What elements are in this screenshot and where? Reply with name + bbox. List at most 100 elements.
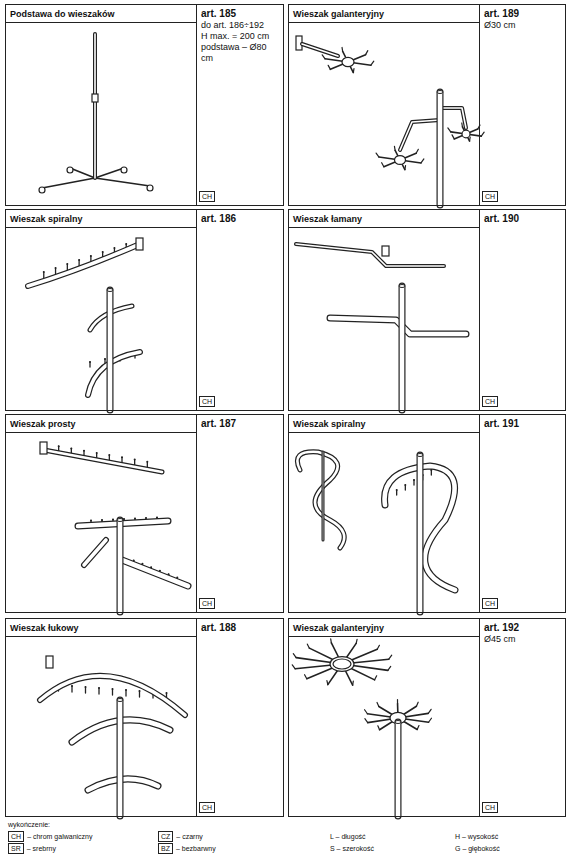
illustration-stroke bbox=[125, 690, 126, 696]
illustration-stroke bbox=[78, 260, 79, 266]
illustration-stroke bbox=[89, 361, 91, 363]
illustration-stroke bbox=[371, 61, 374, 65]
finish-code-box: CZ bbox=[158, 831, 173, 842]
panel-title: Wieszak łukowy bbox=[6, 619, 196, 637]
illustration-stroke bbox=[40, 442, 47, 454]
illustration-stroke bbox=[92, 94, 98, 102]
illustration-stroke bbox=[67, 264, 68, 270]
illustration-stroke bbox=[416, 702, 418, 706]
illustration-stroke bbox=[400, 120, 440, 150]
illustration-stroke bbox=[400, 286, 405, 410]
article-cell: art. 186 bbox=[196, 210, 283, 410]
illustration-stroke bbox=[352, 681, 354, 685]
illustration-stroke bbox=[42, 178, 95, 188]
article-cell: art. 187 bbox=[196, 415, 283, 612]
illustration-stroke bbox=[330, 318, 466, 334]
legend-text: S – szerokość bbox=[330, 844, 374, 853]
panel-title: Wieszak galanteryjny bbox=[289, 5, 479, 23]
illustration-stroke bbox=[388, 666, 391, 670]
finish-code-box: SR bbox=[8, 843, 24, 854]
finish-badge: CH bbox=[482, 396, 498, 407]
illustration-stroke bbox=[431, 470, 432, 475]
illustration-stroke bbox=[39, 187, 45, 193]
article-number: art. 191 bbox=[484, 418, 561, 430]
article-cell: art. 185do art. 186÷192H max. = 200 cmpo… bbox=[196, 5, 283, 205]
illustration-stroke bbox=[71, 685, 73, 687]
illustration-stroke bbox=[297, 452, 344, 548]
illustration-stroke bbox=[396, 722, 401, 816]
illustration-stroke bbox=[322, 55, 325, 59]
panel-title: Wieszak prosty bbox=[6, 415, 196, 433]
illustration-stroke bbox=[404, 166, 406, 170]
article-number: art. 192 bbox=[484, 622, 561, 634]
illustration-stroke bbox=[365, 710, 368, 714]
illustration-stroke bbox=[58, 445, 60, 447]
illustration-stroke bbox=[70, 168, 95, 178]
legend-text: – srebrny bbox=[27, 844, 56, 853]
illustration-stroke bbox=[417, 455, 424, 612]
illustration-stroke bbox=[353, 69, 355, 73]
illustration-stroke bbox=[84, 540, 106, 565]
legend-text: – bezbarwny bbox=[176, 844, 216, 853]
illustration-stroke bbox=[85, 687, 86, 693]
panel-title: Wieszak galanteryjny bbox=[289, 619, 479, 637]
illustration-stroke bbox=[293, 654, 296, 658]
illustration-stroke bbox=[146, 461, 148, 463]
illustration-stroke bbox=[397, 700, 398, 704]
finish-badge: CH bbox=[482, 191, 498, 202]
illustration-stroke bbox=[134, 459, 136, 461]
illustration-stroke bbox=[84, 540, 106, 565]
illustration-stroke bbox=[330, 657, 354, 672]
illustration-stroke bbox=[40, 676, 185, 715]
illustration-stroke bbox=[404, 484, 406, 486]
illustration-stroke bbox=[395, 722, 402, 816]
illustration-stroke bbox=[395, 156, 406, 165]
illustration-stroke bbox=[139, 690, 141, 692]
catalog-panel: Wieszak prostyart. 187CH bbox=[5, 414, 284, 613]
illustration-stroke bbox=[382, 246, 389, 256]
illustration-stroke bbox=[118, 520, 123, 612]
finish-code-box: CH bbox=[8, 831, 24, 842]
illustration-stroke bbox=[121, 456, 123, 458]
illustration-stroke bbox=[417, 726, 419, 730]
finish-code: CH bbox=[485, 600, 495, 607]
article-cell: art. 191 bbox=[479, 415, 565, 612]
panel-title: Wieszak łamany bbox=[289, 210, 479, 228]
illustration-stroke bbox=[394, 146, 396, 150]
finish-code-box: BZ bbox=[158, 843, 173, 854]
catalog-panel: Wieszak galanteryjnyart. 189Ø30 cmCH bbox=[288, 4, 566, 206]
illustration-stroke bbox=[46, 656, 53, 668]
illustration-stroke bbox=[452, 135, 454, 139]
illustration-stroke bbox=[122, 560, 188, 586]
panel-title: Wieszak spiralny bbox=[6, 210, 196, 228]
illustration-stroke bbox=[118, 700, 123, 816]
illustration-stroke bbox=[125, 243, 127, 245]
illustration-stroke bbox=[104, 358, 106, 360]
illustration-stroke bbox=[413, 480, 414, 485]
illustration-stroke bbox=[395, 721, 401, 724]
illustration-stroke bbox=[98, 687, 100, 689]
illustration-stroke bbox=[117, 519, 123, 522]
illustration-stroke bbox=[95, 178, 150, 186]
illustration-stroke bbox=[101, 519, 103, 521]
illustration-stroke bbox=[469, 137, 471, 141]
article-spec: do art. 186÷192 bbox=[201, 20, 279, 31]
illustration-stroke bbox=[326, 681, 328, 685]
illustration-stroke bbox=[376, 153, 379, 157]
illustration-stroke bbox=[117, 520, 124, 612]
illustration-stroke bbox=[89, 362, 90, 367]
illustration-stroke bbox=[330, 318, 466, 334]
illustration-stroke bbox=[44, 450, 162, 472]
illustration-stroke bbox=[83, 450, 85, 452]
illustration-stroke bbox=[78, 259, 80, 261]
article-spec: Ø45 cm bbox=[484, 634, 561, 645]
illustration-stroke bbox=[421, 159, 424, 163]
illustration-stroke bbox=[413, 479, 415, 481]
article-cell: art. 189Ø30 cm bbox=[479, 5, 565, 205]
catalog-panel: Wieszak łamanyart. 190CH bbox=[288, 209, 566, 411]
illustration-stroke bbox=[112, 688, 114, 690]
illustration-stroke bbox=[366, 51, 368, 55]
illustration-stroke bbox=[107, 289, 113, 292]
legend-text: L – długość bbox=[330, 832, 366, 841]
illustration-stroke bbox=[85, 686, 87, 688]
